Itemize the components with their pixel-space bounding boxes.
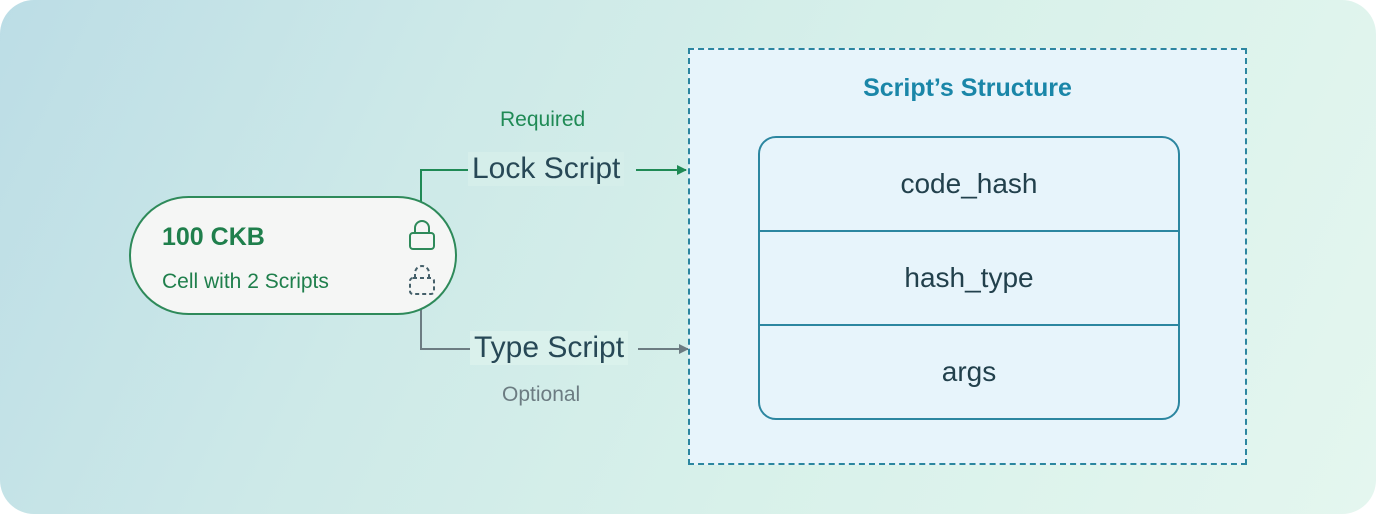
cell-subtitle: Cell with 2 Scripts <box>162 270 329 293</box>
type-script-label: Type Script <box>470 331 629 365</box>
lock-script-label: Lock Script <box>468 152 625 186</box>
dashed-lock-icon <box>409 265 435 295</box>
lock-icon <box>409 220 435 250</box>
type-connector <box>420 300 470 350</box>
structure-fields-table: code_hash hash_type args <box>758 136 1180 420</box>
field-args: args <box>760 324 1178 418</box>
required-label: Required <box>500 108 586 131</box>
optional-label: Optional <box>502 383 581 406</box>
script-structure-box: Script’s Structure code_hash hash_type a… <box>688 48 1247 465</box>
field-code-hash: code_hash <box>900 168 1038 199</box>
field-hash-type: hash_type <box>760 230 1178 324</box>
cell-pill: 100 CKB Cell with 2 Scripts <box>129 196 457 315</box>
cell-amount: 100 CKB <box>162 223 265 251</box>
structure-title: Script’s Structure <box>863 74 1072 102</box>
